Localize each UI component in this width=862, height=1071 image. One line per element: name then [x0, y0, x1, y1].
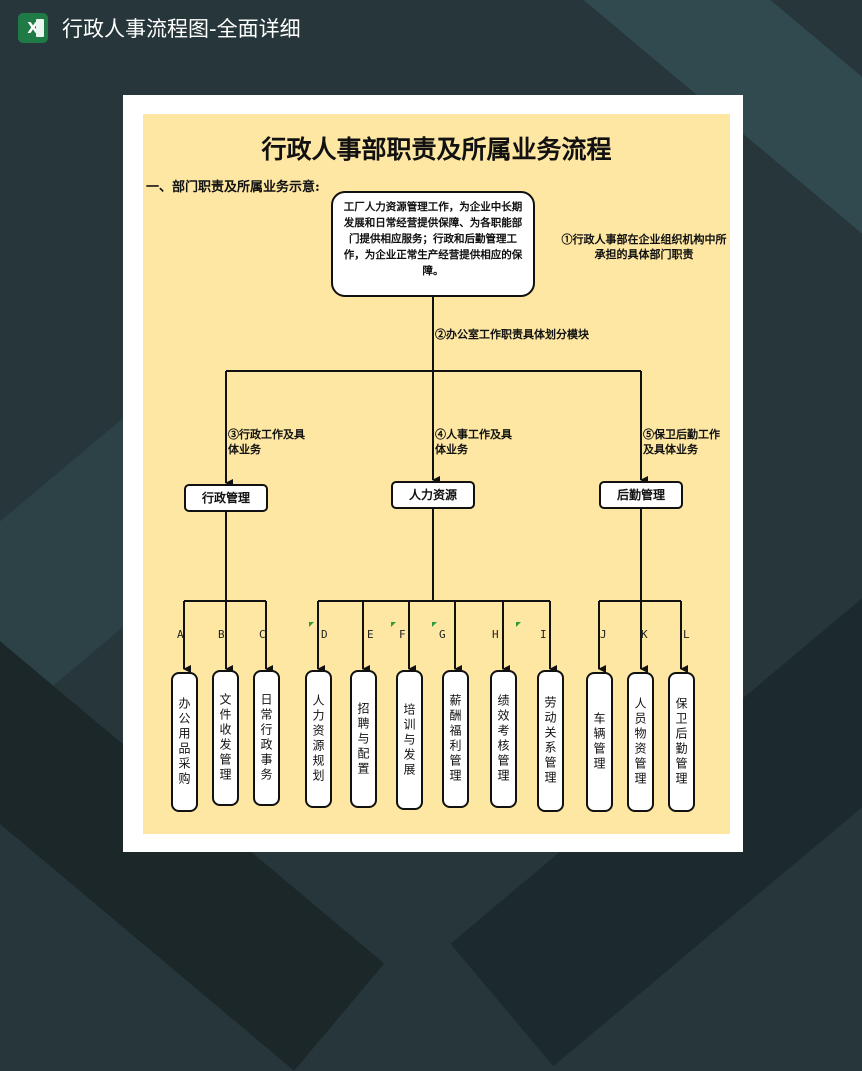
- comment-marker: [309, 622, 314, 627]
- department-duty-box: 工厂人力资源管理工作，为企业中长期发展和日常经营提供保障、为各职能部门提供相应服…: [331, 191, 535, 297]
- leaf-letter-a: A: [177, 628, 184, 641]
- connector-lines: [183, 297, 688, 673]
- leaf-box-j: 车辆管理: [586, 672, 613, 812]
- leaf-box-c: 日常行政事务: [253, 670, 280, 806]
- leaf-letter-h: H: [492, 628, 499, 641]
- preview-sheet: 行政人事部职责及所属业务流程 一、部门职责及所属业务示意: 工厂人力资源管理工作…: [123, 95, 743, 852]
- leaf-box-l: 保卫后勤管理: [668, 672, 695, 812]
- comment-marker: [391, 622, 396, 627]
- leaf-letter-l: L: [683, 628, 690, 641]
- leaf-box-d: 人力资源规划: [305, 670, 332, 808]
- comment-marker: [516, 622, 521, 627]
- leaf-box-k: 人员物资管理: [627, 672, 654, 812]
- note-logistics: ⑤保卫后勤工作及具体业务: [643, 428, 720, 456]
- note-modules: ②办公室工作职责具体划分模块: [435, 328, 589, 341]
- comment-marker: [432, 622, 437, 627]
- leaf-box-b: 文件收发管理: [212, 670, 239, 806]
- leaf-letter-c: C: [259, 628, 266, 641]
- leaf-letter-g: G: [439, 628, 446, 641]
- leaf-box-a: 办公用品采购: [171, 672, 198, 812]
- note-duty: ①行政人事部在企业组织机构中所承担的具体部门职责: [561, 233, 727, 261]
- document-title: 行政人事流程图-全面详细: [62, 17, 301, 41]
- leaf-letter-e: E: [367, 628, 374, 641]
- leaf-box-e: 招聘与配置: [350, 670, 377, 808]
- leaf-box-g: 薪酬福利管理: [442, 670, 469, 808]
- leaf-box-h: 绩效考核管理: [490, 670, 517, 808]
- leaf-letter-d: D: [321, 628, 328, 641]
- leaf-letter-k: K: [641, 628, 648, 641]
- excel-icon: X: [18, 13, 48, 43]
- category-admin: 行政管理: [184, 484, 268, 512]
- leaf-letter-j: J: [600, 628, 607, 641]
- diagram-canvas: 行政人事部职责及所属业务流程 一、部门职责及所属业务示意: 工厂人力资源管理工作…: [143, 114, 730, 834]
- note-hr: ④人事工作及具体业务: [435, 428, 512, 456]
- leaf-box-f: 培训与发展: [396, 670, 423, 810]
- title-bar: X 行政人事流程图-全面详细: [0, 0, 862, 58]
- note-admin: ③行政工作及具体业务: [228, 428, 305, 456]
- category-hr: 人力资源: [391, 481, 475, 509]
- leaf-letter-b: B: [218, 628, 225, 641]
- diagram-title: 行政人事部职责及所属业务流程: [261, 135, 612, 164]
- section-heading: 一、部门职责及所属业务示意:: [146, 180, 320, 195]
- leaf-box-i: 劳动关系管理: [537, 670, 564, 812]
- leaf-letter-i: I: [540, 628, 547, 641]
- category-logistics: 后勤管理: [599, 481, 683, 509]
- leaf-letter-f: F: [399, 628, 406, 641]
